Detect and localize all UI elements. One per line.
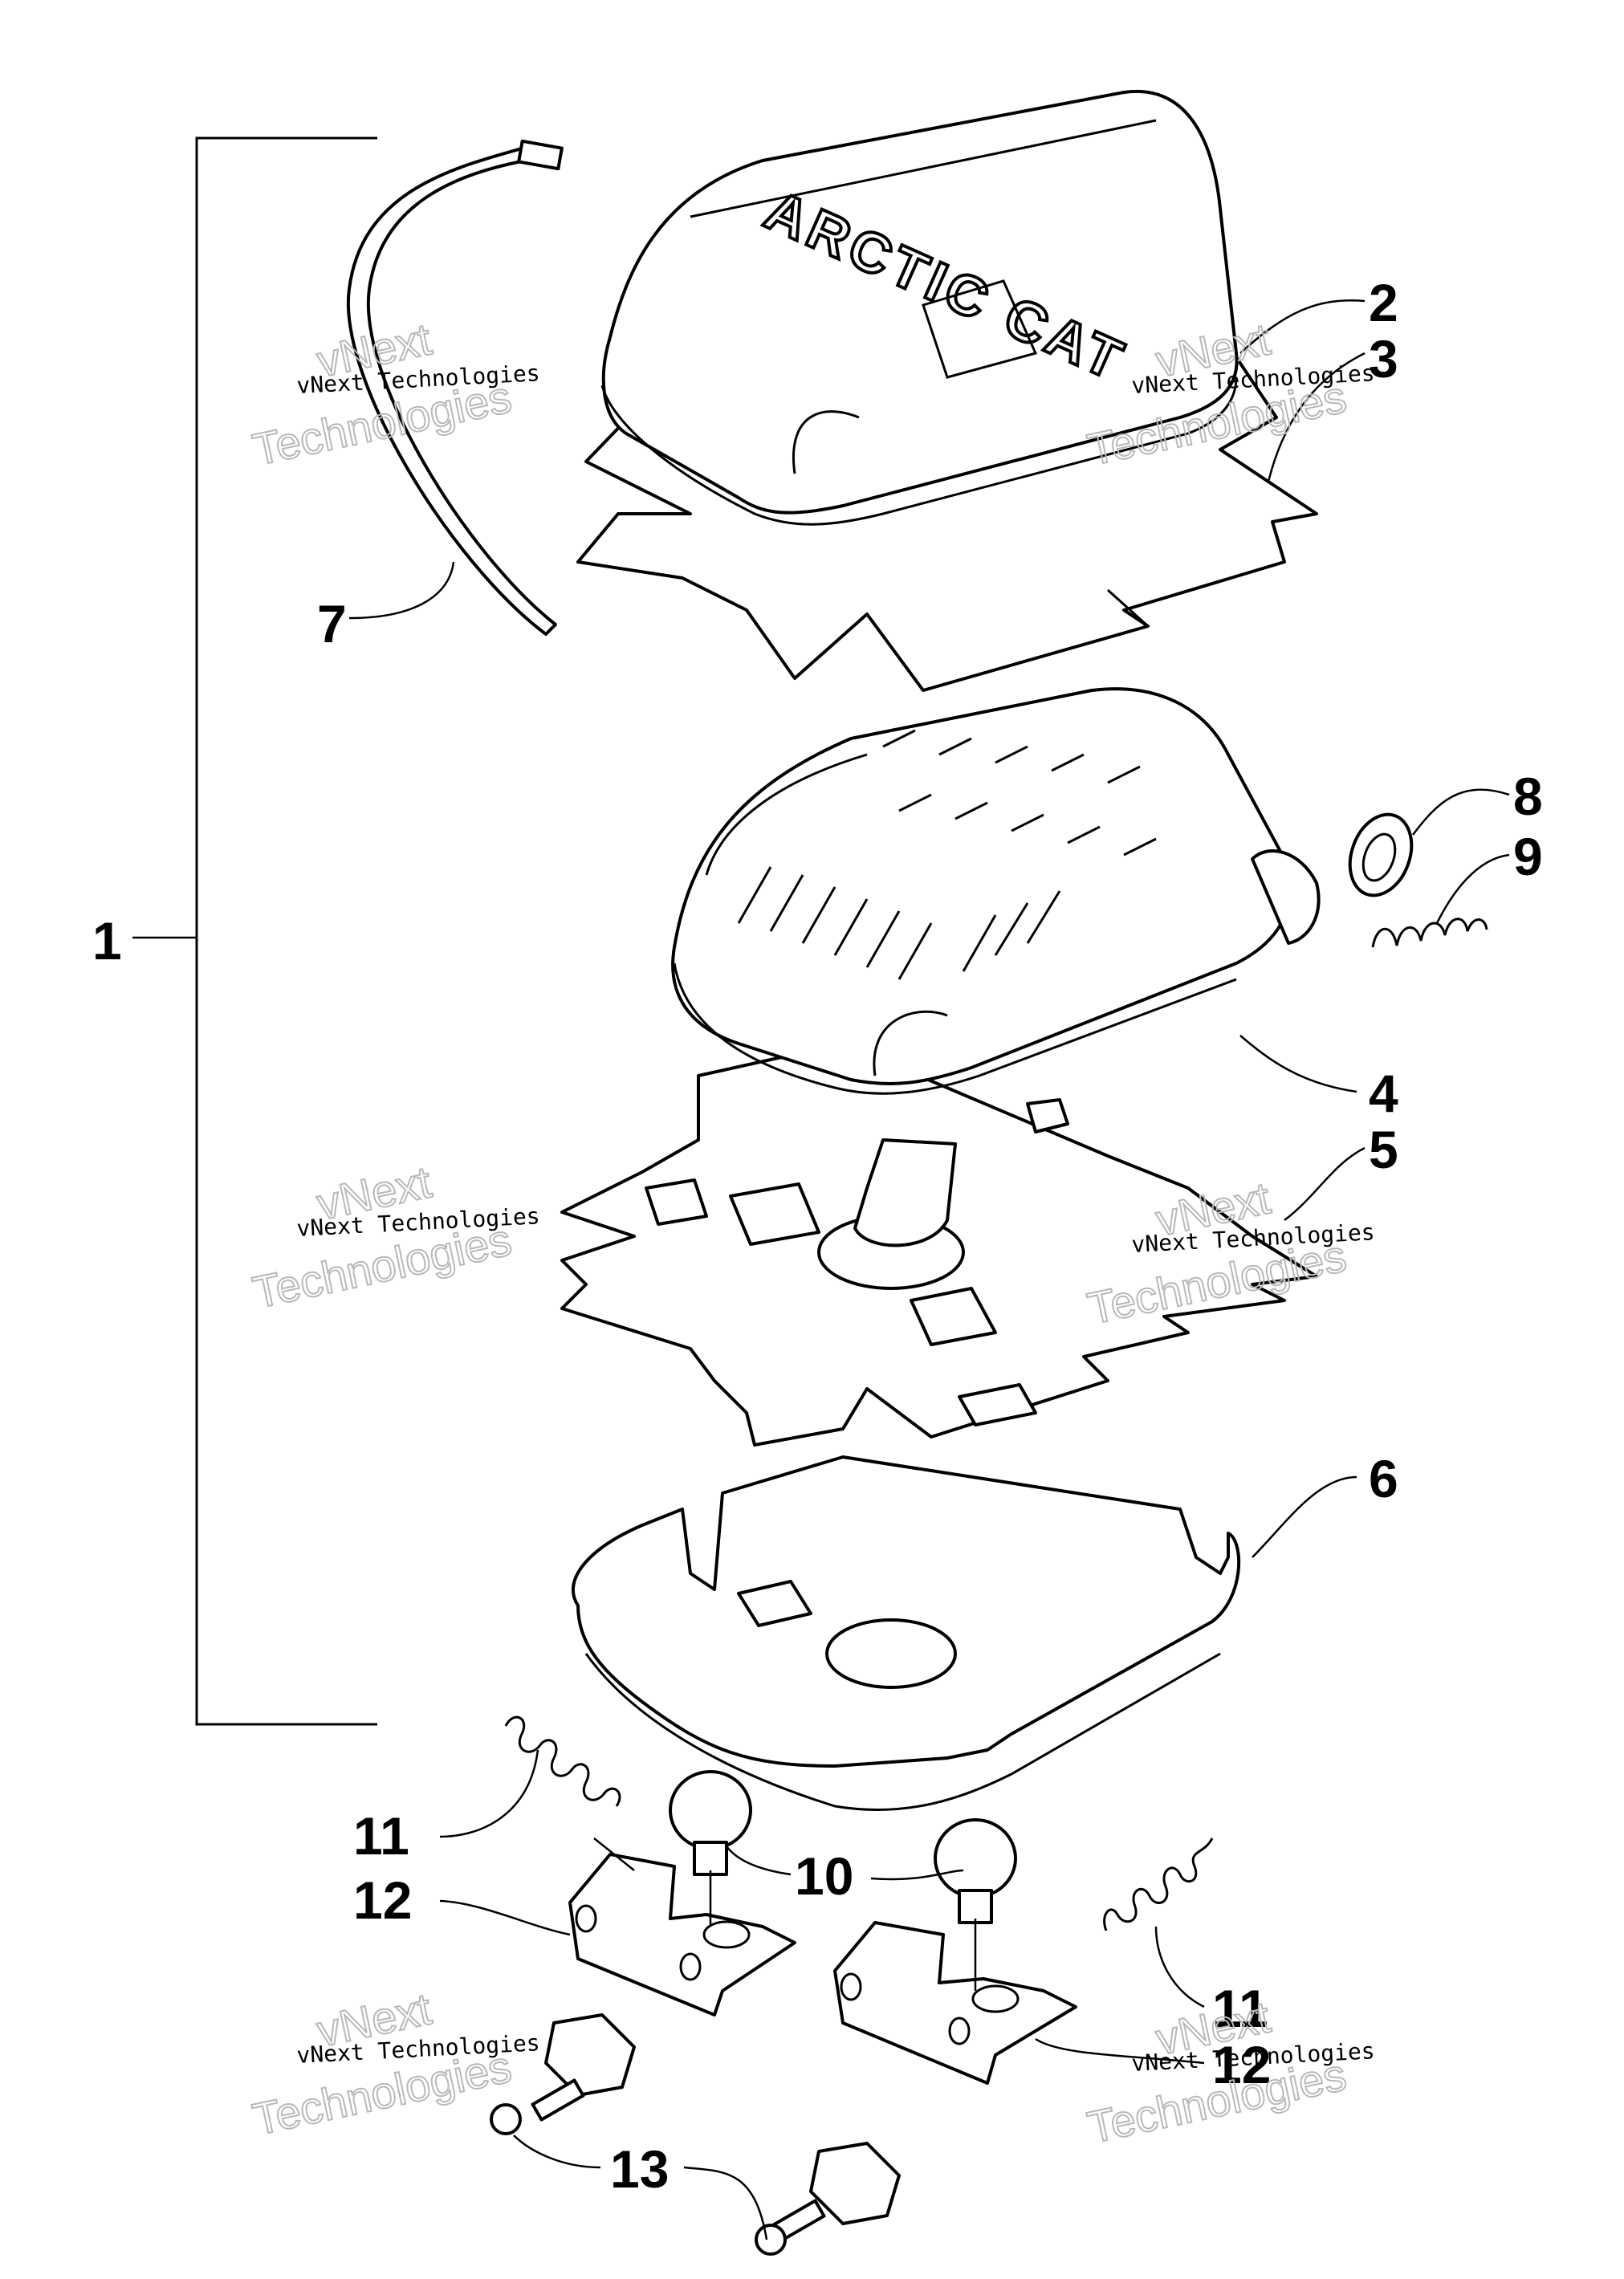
callout-4: 4 xyxy=(1369,1064,1398,1123)
grommet-part xyxy=(1348,812,1414,897)
callout-10: 10 xyxy=(795,1846,853,1906)
callout-12-left: 12 xyxy=(353,1870,412,1930)
right-latch-spring-part xyxy=(1103,1837,1214,1931)
lower-tray-part xyxy=(572,1455,1241,1811)
left-knob-part xyxy=(669,1770,752,1876)
top-cover-part: ARCTIC CAT xyxy=(600,89,1239,526)
left-latch-bracket-part xyxy=(568,1853,796,2017)
callout-11-right: 11 xyxy=(1212,1979,1268,2038)
screw-parts xyxy=(490,2078,826,2256)
lower-gasket-part xyxy=(560,1042,1318,1447)
right-latch-bracket-part xyxy=(833,1921,1077,2085)
callout-2: 2 xyxy=(1369,273,1398,332)
callout-13: 13 xyxy=(610,2139,669,2199)
callout-11-left: 11 xyxy=(353,1806,409,1866)
watermark-mid-left: vNext vNext Technologies Technologies xyxy=(247,1155,540,1318)
callout-3: 3 xyxy=(1369,329,1398,389)
watermark-top-left: vNext vNext Technologies Technologies xyxy=(247,312,540,475)
callout-7: 7 xyxy=(317,594,347,653)
strap-part xyxy=(346,139,564,636)
leader-lines xyxy=(348,299,1510,2240)
left-latch-spring-part xyxy=(504,1715,621,1807)
right-knob-part xyxy=(934,1818,1017,1924)
callout-1: 1 xyxy=(92,911,122,971)
washer-parts xyxy=(544,2013,901,2225)
callout-labels: 1 2 3 4 5 6 7 8 9 10 11 11 12 12 13 xyxy=(92,273,1543,2199)
watermark-bottom-right: vNext vNext Technologies Technologies xyxy=(1082,1990,1375,2153)
callout-12-right: 12 xyxy=(1212,2035,1271,2094)
callout-6: 6 xyxy=(1369,1449,1398,1508)
callout-5: 5 xyxy=(1369,1120,1398,1179)
callout-9: 9 xyxy=(1513,827,1543,886)
assembly-bracket xyxy=(132,136,377,1726)
silencer-housing-part xyxy=(671,687,1321,1247)
small-spring-part xyxy=(1371,918,1488,948)
callout-8: 8 xyxy=(1513,767,1543,826)
